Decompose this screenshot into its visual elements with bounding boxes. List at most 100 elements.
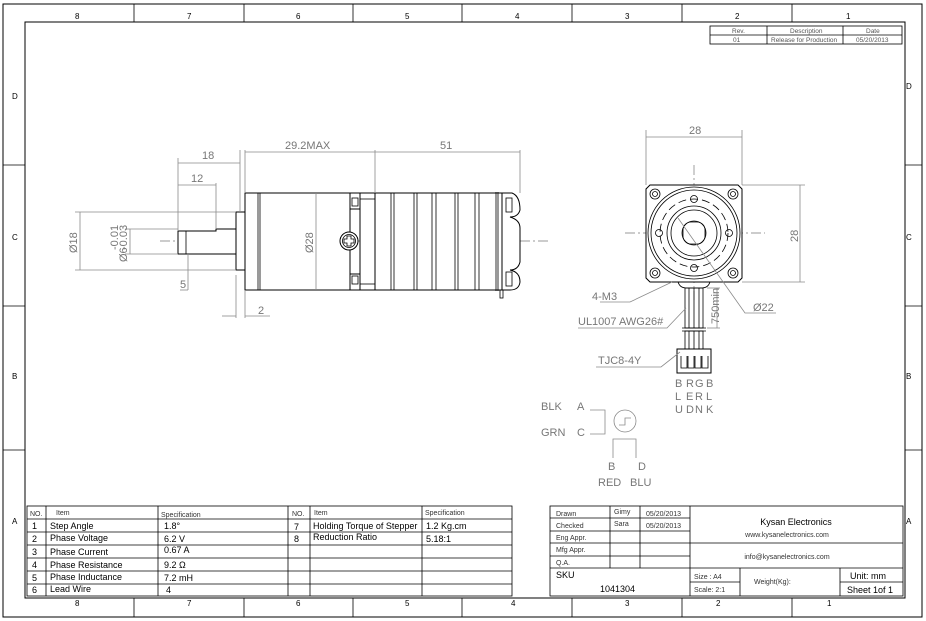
dim-dia22: Ø22 bbox=[753, 302, 774, 314]
zone-labels-bottom: 8 7 6 5 4 3 2 1 bbox=[75, 599, 832, 608]
wiring-schematic: BLK A GRN C B D RED BLU bbox=[541, 401, 651, 489]
cell-item: Lead Wire bbox=[50, 584, 91, 594]
label-cable-spec: UL1007 AWG26# bbox=[578, 316, 664, 328]
sku-label: SKU bbox=[556, 570, 575, 580]
label-grn: GRN bbox=[541, 427, 566, 439]
wire-letter: E bbox=[686, 391, 693, 403]
header-no: NO. bbox=[292, 511, 305, 518]
header-spec: Specification bbox=[425, 510, 465, 517]
size-label: Size : A4 bbox=[694, 574, 722, 581]
rev-value: 01 bbox=[733, 37, 741, 44]
wire-letter: L bbox=[675, 391, 681, 403]
drawn-date: 05/20/2013 bbox=[646, 511, 681, 518]
zone-labels-top: 8 7 6 5 4 3 2 1 bbox=[75, 12, 851, 21]
zone-label: 1 bbox=[827, 599, 832, 608]
cell-spec: 1.8° bbox=[164, 521, 181, 531]
zone-label: 5 bbox=[405, 12, 410, 21]
cell-item: Phase Current bbox=[50, 547, 109, 557]
zone-label: B bbox=[12, 372, 17, 381]
wire-letter: K bbox=[706, 404, 714, 416]
label-red: RED bbox=[598, 477, 621, 489]
wire-letter: N bbox=[695, 404, 703, 416]
description-header: Description bbox=[790, 28, 823, 35]
zone-label: 6 bbox=[296, 12, 301, 21]
dim-dia6: Ø6 bbox=[118, 247, 130, 262]
zone-label: 4 bbox=[515, 12, 520, 21]
checked-date: 05/20/2013 bbox=[646, 523, 681, 530]
dim-29-2max: 29.2MAX bbox=[285, 140, 331, 152]
qa-label: Q.A. bbox=[556, 560, 570, 567]
drawn-label: Drawn bbox=[556, 511, 576, 518]
header-item: Item bbox=[314, 510, 328, 517]
mfg-appr-label: Mfg Appr. bbox=[556, 547, 586, 554]
label-c: C bbox=[577, 427, 585, 439]
eng-appr-label: Eng Appr. bbox=[556, 535, 586, 542]
dim-height-28: 28 bbox=[789, 230, 801, 242]
wire-letter: D bbox=[686, 404, 694, 416]
dim-width-28: 28 bbox=[689, 125, 701, 137]
unit-label: Unit: mm bbox=[850, 571, 886, 581]
zone-label: 7 bbox=[187, 12, 192, 21]
zone-label: B bbox=[906, 372, 911, 381]
zone-label: A bbox=[12, 517, 18, 526]
table-row: 2 Phase Voltage 6.2 V bbox=[32, 533, 185, 544]
company-email: info@kysanelectronics.com bbox=[744, 554, 829, 561]
company-website: www.kysanelectronics.com bbox=[744, 532, 829, 539]
cell-item: Holding Torque of Stepper bbox=[313, 521, 417, 531]
label-4-m3: 4-M3 bbox=[592, 291, 617, 303]
cell-no: 6 bbox=[32, 585, 37, 595]
revision-table: Rev. Description Date 01 Release for Pro… bbox=[709, 25, 903, 45]
zone-label: 1 bbox=[846, 12, 851, 21]
label-connector: TJC8-4Y bbox=[598, 355, 642, 367]
dim-cable-length: 750min bbox=[710, 288, 722, 324]
cell-item: Step Angle bbox=[50, 521, 94, 531]
dim-18: 18 bbox=[202, 150, 214, 162]
output-shaft bbox=[177, 228, 237, 255]
description-value: Release for Production bbox=[771, 37, 838, 44]
zone-label: 5 bbox=[405, 599, 410, 608]
cell-spec: 9.2 Ω bbox=[164, 560, 186, 570]
zone-labels-side: D C B A D C B A bbox=[12, 82, 912, 526]
zone-label: C bbox=[12, 233, 18, 242]
cell-spec: 7.2 mH bbox=[164, 573, 193, 583]
wire-letter: U bbox=[675, 404, 683, 416]
zone-label: 8 bbox=[75, 12, 80, 21]
front-view: 28 28 4-M3 UL1007 AWG26# TJC8-4Y 750min … bbox=[578, 125, 805, 416]
dim-51: 51 bbox=[440, 140, 452, 152]
zone-dividers bbox=[3, 4, 922, 617]
table-row: 5 Phase Inductance 7.2 mH bbox=[32, 572, 193, 583]
zone-label: A bbox=[906, 517, 912, 526]
date-value: 05/20/2013 bbox=[856, 37, 889, 44]
table-row: 6 Lead Wire 4 bbox=[32, 584, 171, 595]
zone-label: D bbox=[12, 92, 18, 101]
cell-no: 5 bbox=[32, 573, 37, 583]
rear-cap bbox=[501, 192, 521, 291]
cell-item: Reduction Ratio bbox=[313, 532, 377, 542]
cell-spec: 4 bbox=[166, 585, 171, 595]
cell-item: Phase Voltage bbox=[50, 533, 108, 543]
zone-label: 3 bbox=[625, 599, 630, 608]
zone-label: C bbox=[906, 233, 912, 242]
cell-no: 1 bbox=[32, 521, 37, 531]
gearbox-boss bbox=[235, 211, 246, 271]
dim-dia18: Ø18 bbox=[68, 232, 80, 253]
cell-no: 2 bbox=[32, 534, 37, 544]
cell-no: 3 bbox=[32, 547, 37, 557]
wire-letter: G bbox=[695, 378, 704, 390]
label-blu: BLU bbox=[630, 477, 651, 489]
checked-by: Sara bbox=[614, 521, 629, 528]
header-no: NO. bbox=[30, 511, 43, 518]
lead-wires bbox=[682, 287, 706, 350]
zone-label: 6 bbox=[296, 599, 301, 608]
zone-label: 7 bbox=[187, 599, 192, 608]
table-row: 7 Holding Torque of Stepper 1.2 Kg.cm bbox=[294, 521, 467, 532]
gearbox-body bbox=[244, 192, 351, 291]
wire-letter: B bbox=[706, 378, 713, 390]
label-a: A bbox=[577, 401, 585, 413]
dim-2: 2 bbox=[258, 305, 264, 317]
table-row: 4 Phase Resistance 9.2 Ω bbox=[32, 560, 186, 570]
dim-tolerance-upper: -0.01 bbox=[109, 225, 121, 250]
drawn-by: Gimy bbox=[614, 509, 631, 516]
zone-label: 2 bbox=[716, 599, 721, 608]
